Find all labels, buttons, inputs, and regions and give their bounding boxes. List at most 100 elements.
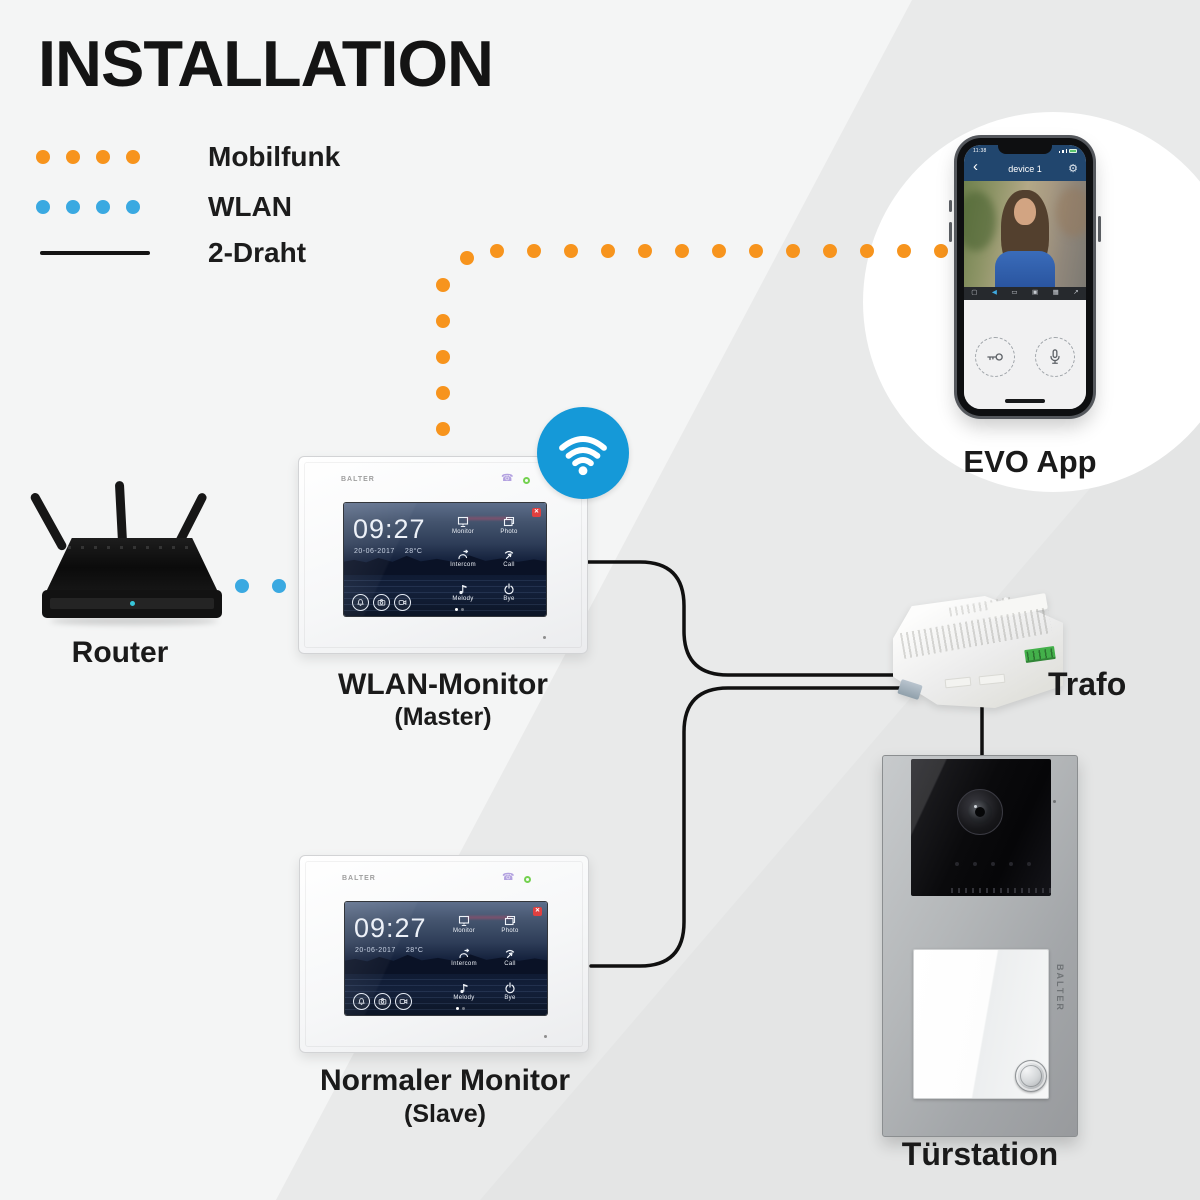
trafo-label: Trafo [1048,666,1127,702]
phone-notch [998,145,1052,154]
router-shadow [50,617,218,625]
snapshot-quick-button[interactable] [373,594,390,611]
signal-bar-icon [1058,150,1060,153]
bell-quick-button[interactable] [353,993,370,1010]
intercom-icon [459,949,470,959]
speaker-grille [951,888,1051,893]
phone-mute-switch [949,200,952,212]
screen-clock: 09:27 [353,514,426,544]
monitor-icon [457,517,469,528]
quick-action-bar [352,594,411,611]
signal-bar-icon [1065,148,1067,153]
menu-item-melody[interactable]: Melody [440,576,486,609]
snapshot-quick-button[interactable] [374,993,391,1010]
menu-item-photo[interactable]: Photo [487,908,533,941]
wallpaper-streak [466,915,511,919]
monitor-icon[interactable]: ▦ [1052,289,1059,297]
door-station-label: Türstation [901,1136,1059,1172]
menu-item-standby[interactable]: Bye [486,576,532,609]
power-led-icon [524,876,531,883]
monitor-icon [458,916,470,927]
wlan-monitor-device: BALTER ☎ 09:27 20-06-2017 28°C ✕ Monitor [298,456,588,654]
intercom-icon [458,550,469,560]
monitor-touchscreen[interactable]: 09:27 20-06-2017 28°C ✕ Monitor Photo In… [344,503,546,616]
wifi-badge [537,407,629,499]
record-icon[interactable]: ▭ [1011,289,1018,297]
wallpaper-water [344,575,546,616]
ir-led-row [955,862,1035,866]
bell-quick-button[interactable] [352,594,369,611]
menu-item-melody[interactable]: Melody [441,975,487,1008]
menu-item-monitor[interactable]: Monitor [440,509,486,542]
home-indicator [1005,399,1045,403]
door-nameplate [913,949,1049,1099]
normal-monitor-device: BALTER ☎ 09:27 20-06-2017 28°C ✕ Monitor [299,855,589,1053]
camera-pupil [975,807,985,817]
expand-icon[interactable]: ↗ [1073,289,1079,297]
record-quick-button[interactable] [395,993,412,1010]
screen-temperature: 28°C [405,947,424,954]
trafo-device [893,593,1063,708]
speaker-icon[interactable]: ◀ [991,289,997,297]
back-chevron-icon[interactable]: ‹ [973,158,978,175]
menu-item-monitor[interactable]: Monitor [441,908,487,941]
screen-glare [344,503,546,616]
monitor-mic-hole [543,636,546,639]
photo-icon [503,517,515,527]
router-vents [68,546,196,549]
monitor-brand-logo: BALTER [342,875,376,882]
door-station-device: BALTER [882,755,1078,1137]
fullscreen-icon[interactable]: ▢ [971,289,978,297]
wire-trafo-to-slave-monitor [589,686,908,968]
call-icon [505,950,515,959]
key-icon [987,353,1003,361]
evo-app-label: EVO App [963,444,1097,479]
screen-temperature: 28°C [404,548,423,555]
visitor-face [1014,198,1036,225]
foliage-blur [964,191,996,251]
menu-item-intercom[interactable]: Intercom [441,941,487,974]
screen-clock: 09:27 [354,913,427,943]
sd-missing-icon: ✕ [532,508,541,517]
snapshot-icon[interactable]: ▣ [1032,289,1039,297]
app-header-title: device 1 [1008,163,1042,174]
record-quick-button[interactable] [394,594,411,611]
wlan-monitor-label: WLAN-Monitor [338,668,548,701]
door-mic-hole [1053,800,1056,803]
melody-icon [459,584,467,594]
legend-2draht-line [40,251,150,255]
monitor-touchscreen[interactable]: 09:27 20-06-2017 28°C ✕ Monitor Photo In… [345,902,547,1015]
screen-date: 20-06-2017 [355,947,396,954]
visitor-shirt [995,251,1055,287]
phone-volume-button [949,222,952,242]
screen-date-row: 20-06-2017 28°C [354,548,422,555]
call-icon [504,551,514,560]
monitor-mic-hole [544,1035,547,1038]
page-indicator-dots [455,608,464,611]
menu-item-call[interactable]: Call [486,542,532,575]
call-action-area [964,300,1086,409]
wallpaper-silhouette [345,954,547,975]
unlock-button[interactable] [975,337,1015,377]
sd-missing-icon: ✕ [533,907,542,916]
wifi-icon [559,436,607,476]
screen-date-row: 20-06-2017 28°C [355,947,423,954]
handset-status-icon: ☎ [501,473,514,484]
wlan-monitor-sublabel: (Master) [394,703,492,731]
menu-item-call[interactable]: Call [487,941,533,974]
menu-item-intercom[interactable]: Intercom [440,542,486,575]
power-led-icon [523,477,530,484]
menu-item-standby[interactable]: Bye [487,975,533,1008]
quick-action-bar [353,993,412,1010]
power-icon [505,982,515,993]
talk-button[interactable] [1035,337,1075,377]
gear-icon[interactable]: ⚙ [1068,163,1078,175]
doorbell-button[interactable] [1015,1060,1047,1092]
app-header: ‹ device 1 ⚙ [964,156,1086,181]
router-status-led [130,601,135,606]
wallpaper-silhouette [344,555,546,576]
menu-item-photo[interactable]: Photo [486,509,532,542]
power-icon [504,583,514,594]
screen-glare [345,902,547,1015]
